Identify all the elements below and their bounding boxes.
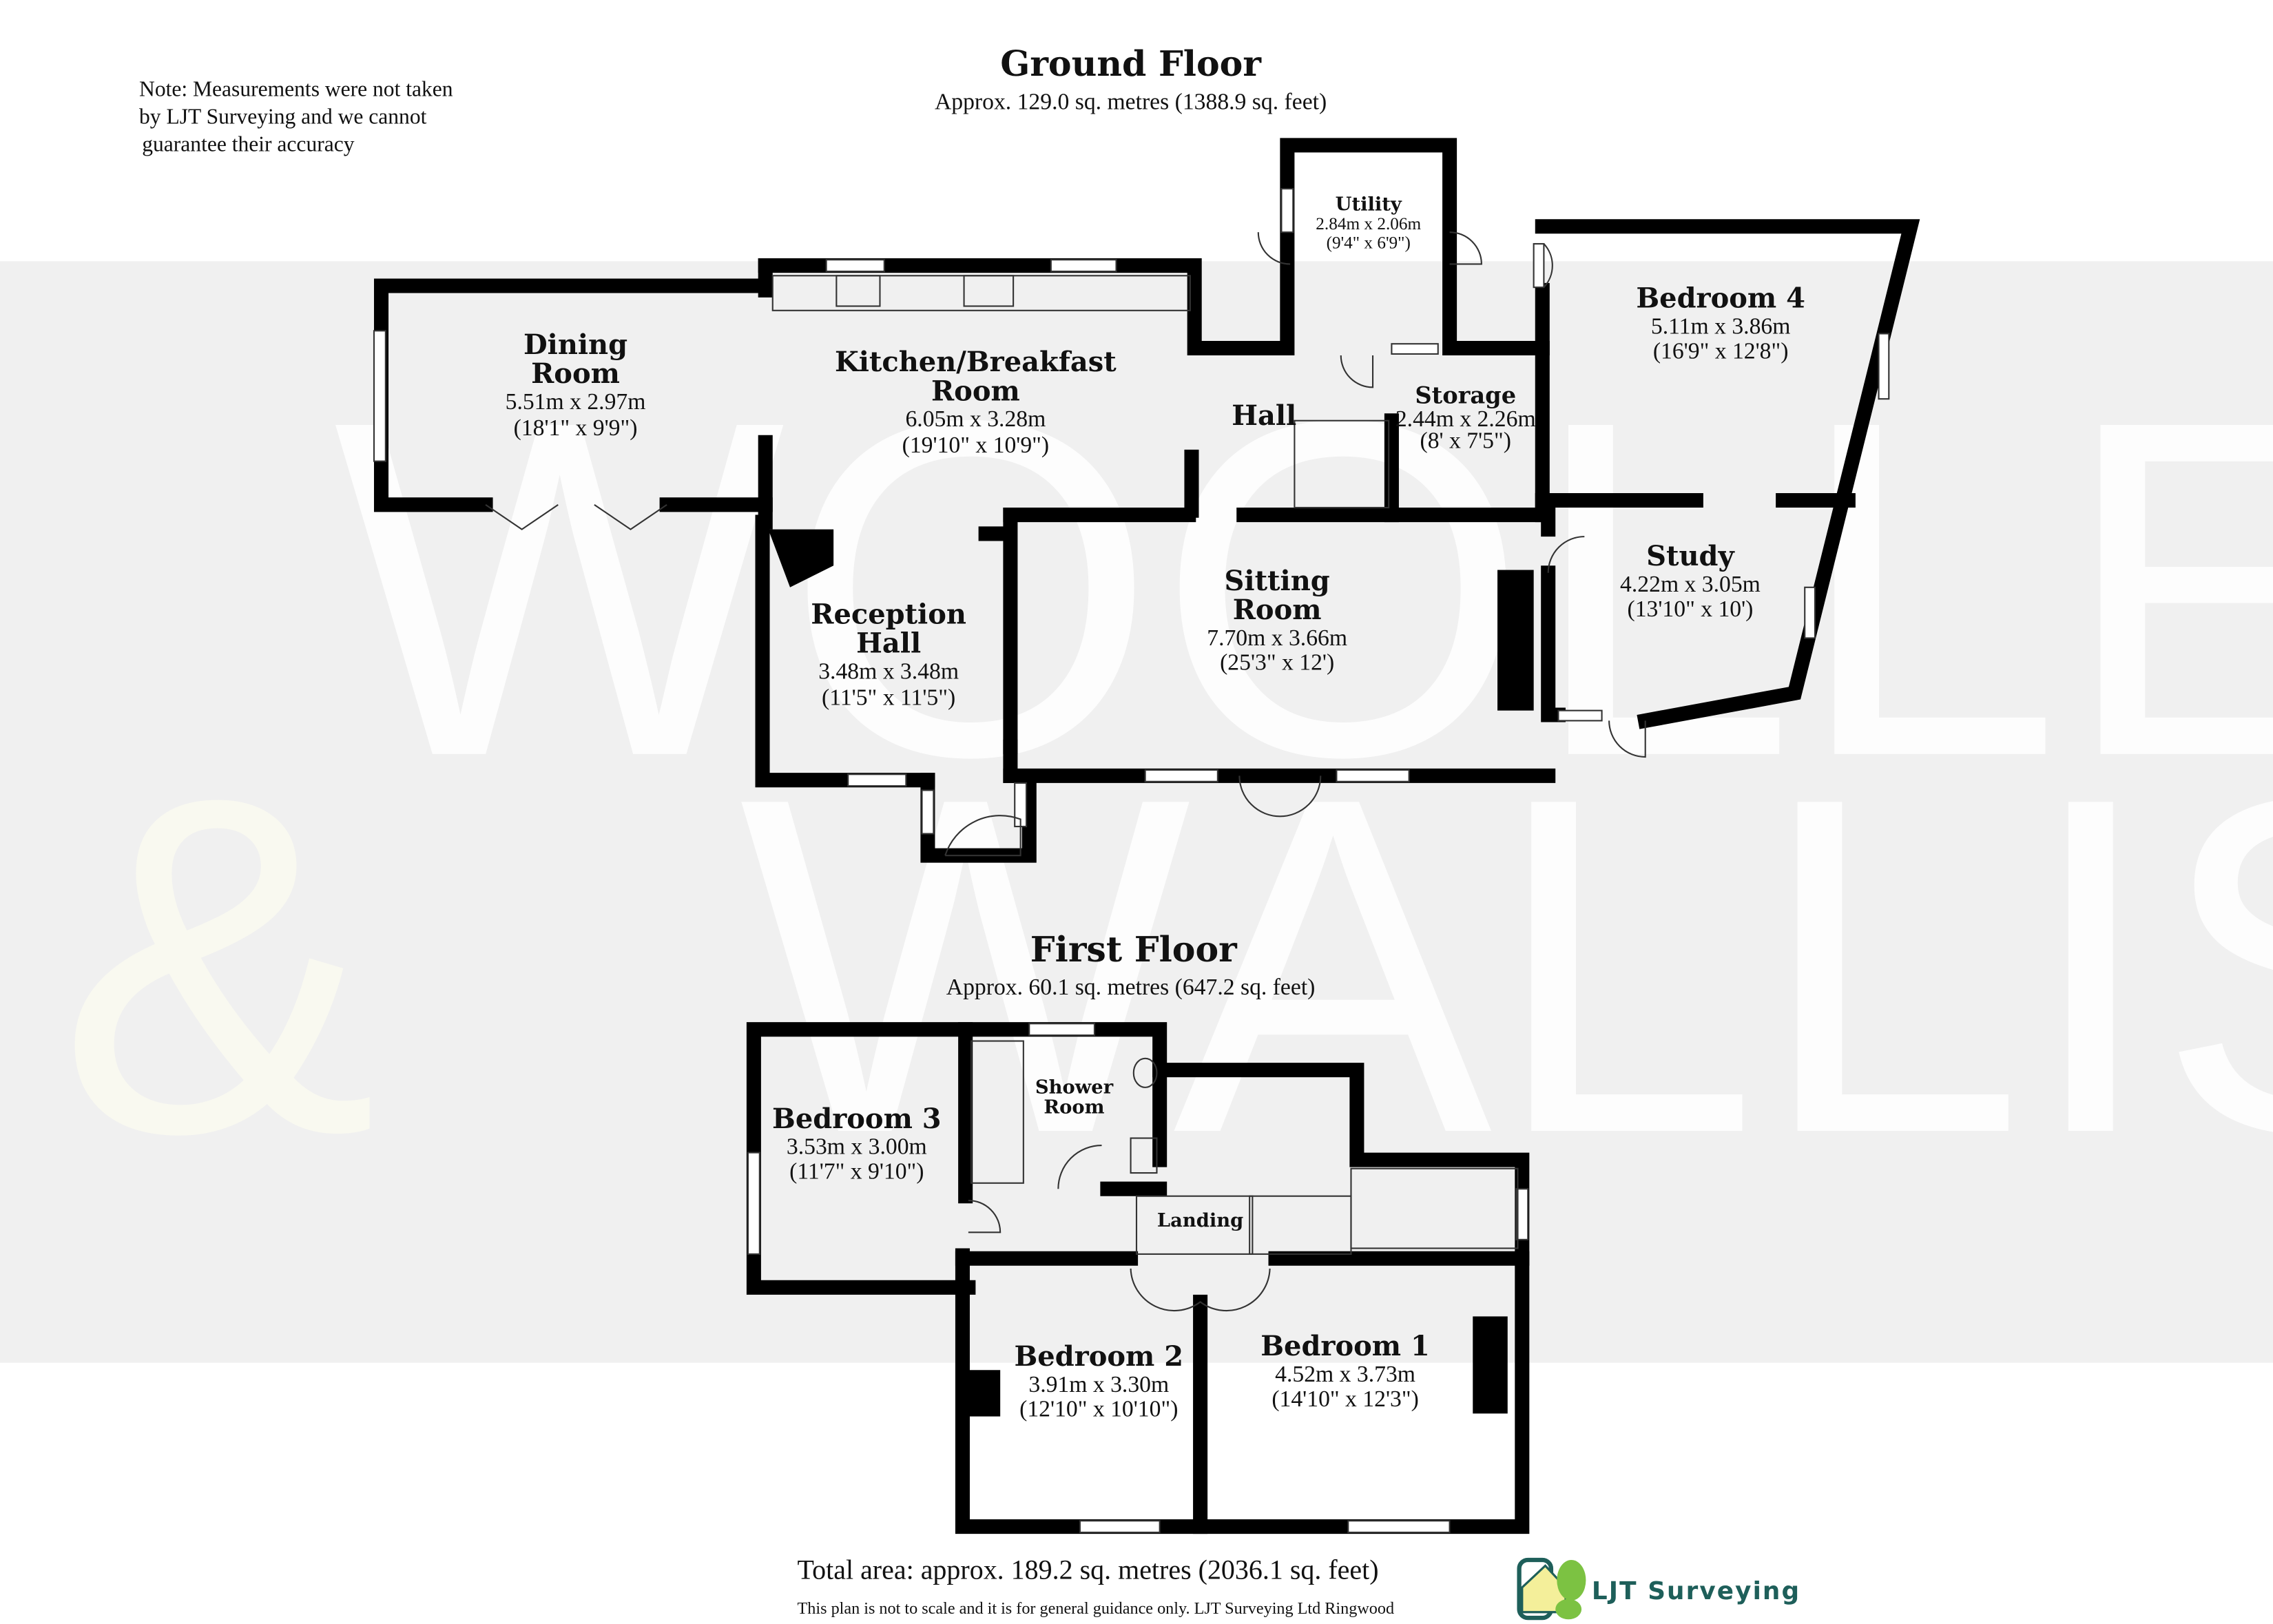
svg-text:Landing: Landing xyxy=(1157,1209,1243,1231)
svg-text:by LJT Surveying and we cannot: by LJT Surveying and we cannot xyxy=(139,104,427,128)
svg-text:2.84m x 2.06m: 2.84m x 2.06m xyxy=(1316,214,1421,233)
svg-text:(12'10" x 10'10"): (12'10" x 10'10") xyxy=(1019,1397,1178,1422)
svg-text:(11'7" x 9'10"): (11'7" x 9'10") xyxy=(789,1158,924,1184)
ground-floor-fixtures xyxy=(373,187,1890,857)
chimney-breast xyxy=(966,1370,1001,1417)
ground-floor-area: Approx. 129.0 sq. metres (1388.9 sq. fee… xyxy=(935,89,1327,114)
fireplace xyxy=(1497,570,1534,711)
svg-text:Dining: Dining xyxy=(523,329,627,361)
fireplace xyxy=(768,529,834,587)
svg-text:(13'10" x 10'): (13'10" x 10') xyxy=(1627,596,1753,622)
svg-text:LJT Surveying: LJT Surveying xyxy=(1592,1577,1800,1605)
svg-text:2.44m x 2.26m: 2.44m x 2.26m xyxy=(1395,406,1536,432)
room-shower-room: Shower Room xyxy=(1035,1076,1114,1118)
svg-text:Room: Room xyxy=(931,375,1020,407)
svg-text:Utility: Utility xyxy=(1336,194,1402,216)
svg-text:Shower: Shower xyxy=(1035,1076,1114,1098)
room-bedroom-3: Bedroom 3 3.53m x 3.00m (11'7" x 9'10") xyxy=(772,1103,942,1185)
room-utility: Utility 2.84m x 2.06m (9'4" x 6'9") xyxy=(1316,194,1421,253)
chimney-breast xyxy=(1473,1316,1508,1414)
svg-text:3.91m x 3.30m: 3.91m x 3.30m xyxy=(1028,1372,1169,1397)
room-landing: Landing xyxy=(1157,1209,1243,1231)
svg-text:Study: Study xyxy=(1646,540,1735,572)
svg-text:3.48m x 3.48m: 3.48m x 3.48m xyxy=(818,658,959,684)
svg-text:(9'4" x 6'9"): (9'4" x 6'9") xyxy=(1327,233,1411,252)
first-floor-fixtures xyxy=(747,1023,1529,1534)
svg-text:(18'1" x 9'9"): (18'1" x 9'9") xyxy=(514,415,638,441)
room-reception-hall: Reception Hall 3.48m x 3.48m (11'5" x 11… xyxy=(811,598,966,710)
svg-text:Bedroom 1: Bedroom 1 xyxy=(1260,1330,1430,1362)
svg-text:Note: Measurements were not ta: Note: Measurements were not taken xyxy=(139,76,453,101)
room-storage: Storage 2.44m x 2.26m (8' x 7'5") xyxy=(1395,382,1536,454)
ground-floor-title: Ground Floor xyxy=(1000,43,1262,84)
svg-text:Bedroom 2: Bedroom 2 xyxy=(1014,1340,1183,1373)
svg-text:Reception: Reception xyxy=(811,598,966,630)
total-area: Total area: approx. 189.2 sq. metres (20… xyxy=(798,1554,1379,1585)
svg-text:4.22m x 3.05m: 4.22m x 3.05m xyxy=(1620,572,1761,597)
svg-text:Hall: Hall xyxy=(1232,399,1296,432)
svg-text:(8' x 7'5"): (8' x 7'5") xyxy=(1420,428,1511,454)
svg-text:Room: Room xyxy=(1044,1096,1104,1118)
svg-text:Sitting: Sitting xyxy=(1225,565,1330,597)
svg-text:&: & xyxy=(58,698,377,1233)
room-hall: Hall xyxy=(1232,399,1296,432)
room-bedroom-1: Bedroom 1 4.52m x 3.73m (14'10" x 12'3") xyxy=(1260,1330,1430,1412)
svg-text:guarantee their accuracy: guarantee their accuracy xyxy=(142,132,354,156)
svg-text:(25'3" x 12'): (25'3" x 12') xyxy=(1220,650,1334,676)
svg-text:WALLIS: WALLIS xyxy=(739,698,2273,1233)
svg-text:(11'5" x 11'5"): (11'5" x 11'5") xyxy=(822,685,955,710)
svg-text:Storage: Storage xyxy=(1415,382,1516,409)
watermark-logo: WOOLLEY & WALLIS xyxy=(58,322,2273,1233)
room-kitchen-breakfast: Kitchen/Breakfast Room 6.05m x 3.28m (19… xyxy=(835,346,1117,458)
first-floor-walls xyxy=(746,1022,1530,1534)
svg-text:(19'10" x 10'9"): (19'10" x 10'9") xyxy=(902,433,1049,458)
svg-text:6.05m x 3.28m: 6.05m x 3.28m xyxy=(905,406,1046,432)
svg-text:Bedroom 3: Bedroom 3 xyxy=(772,1103,942,1135)
svg-text:Bedroom 4: Bedroom 4 xyxy=(1636,282,1805,315)
svg-text:Hall: Hall xyxy=(856,627,921,659)
svg-text:Room: Room xyxy=(531,357,620,390)
svg-text:5.11m x 3.86m: 5.11m x 3.86m xyxy=(1651,313,1791,339)
svg-text:5.51m x 2.97m: 5.51m x 2.97m xyxy=(506,389,646,415)
room-bedroom-2: Bedroom 2 3.91m x 3.30m (12'10" x 10'10"… xyxy=(1014,1340,1183,1422)
measurement-note: Note: Measurements were not taken by LJT… xyxy=(139,76,453,156)
room-dining-room: Dining Room 5.51m x 2.97m (18'1" x 9'9") xyxy=(506,329,646,441)
svg-text:(16'9" x 12'8"): (16'9" x 12'8") xyxy=(1653,338,1789,364)
svg-text:4.52m x 3.73m: 4.52m x 3.73m xyxy=(1275,1362,1415,1387)
svg-text:Room: Room xyxy=(1233,594,1322,626)
svg-text:Kitchen/Breakfast: Kitchen/Breakfast xyxy=(835,346,1117,378)
room-sitting-room: Sitting Room 7.70m x 3.66m (25'3" x 12') xyxy=(1207,565,1347,676)
svg-text:3.53m x 3.00m: 3.53m x 3.00m xyxy=(787,1134,927,1160)
svg-text:7.70m x 3.66m: 7.70m x 3.66m xyxy=(1207,625,1347,651)
disclaimer: This plan is not to scale and it is for … xyxy=(798,1599,1395,1618)
first-floor-title: First Floor xyxy=(1030,929,1238,970)
room-study: Study 4.22m x 3.05m (13'10" x 10') xyxy=(1620,540,1761,622)
svg-text:WOOLLEY: WOOLLEY xyxy=(333,322,2273,856)
svg-text:(14'10" x 12'3"): (14'10" x 12'3") xyxy=(1272,1386,1418,1412)
first-floor-area: Approx. 60.1 sq. metres (647.2 sq. feet) xyxy=(946,975,1316,1000)
ljt-surveying-logo: LJT Surveying xyxy=(1517,1557,1800,1621)
room-bedroom-4: Bedroom 4 5.11m x 3.86m (16'9" x 12'8") xyxy=(1636,282,1805,364)
